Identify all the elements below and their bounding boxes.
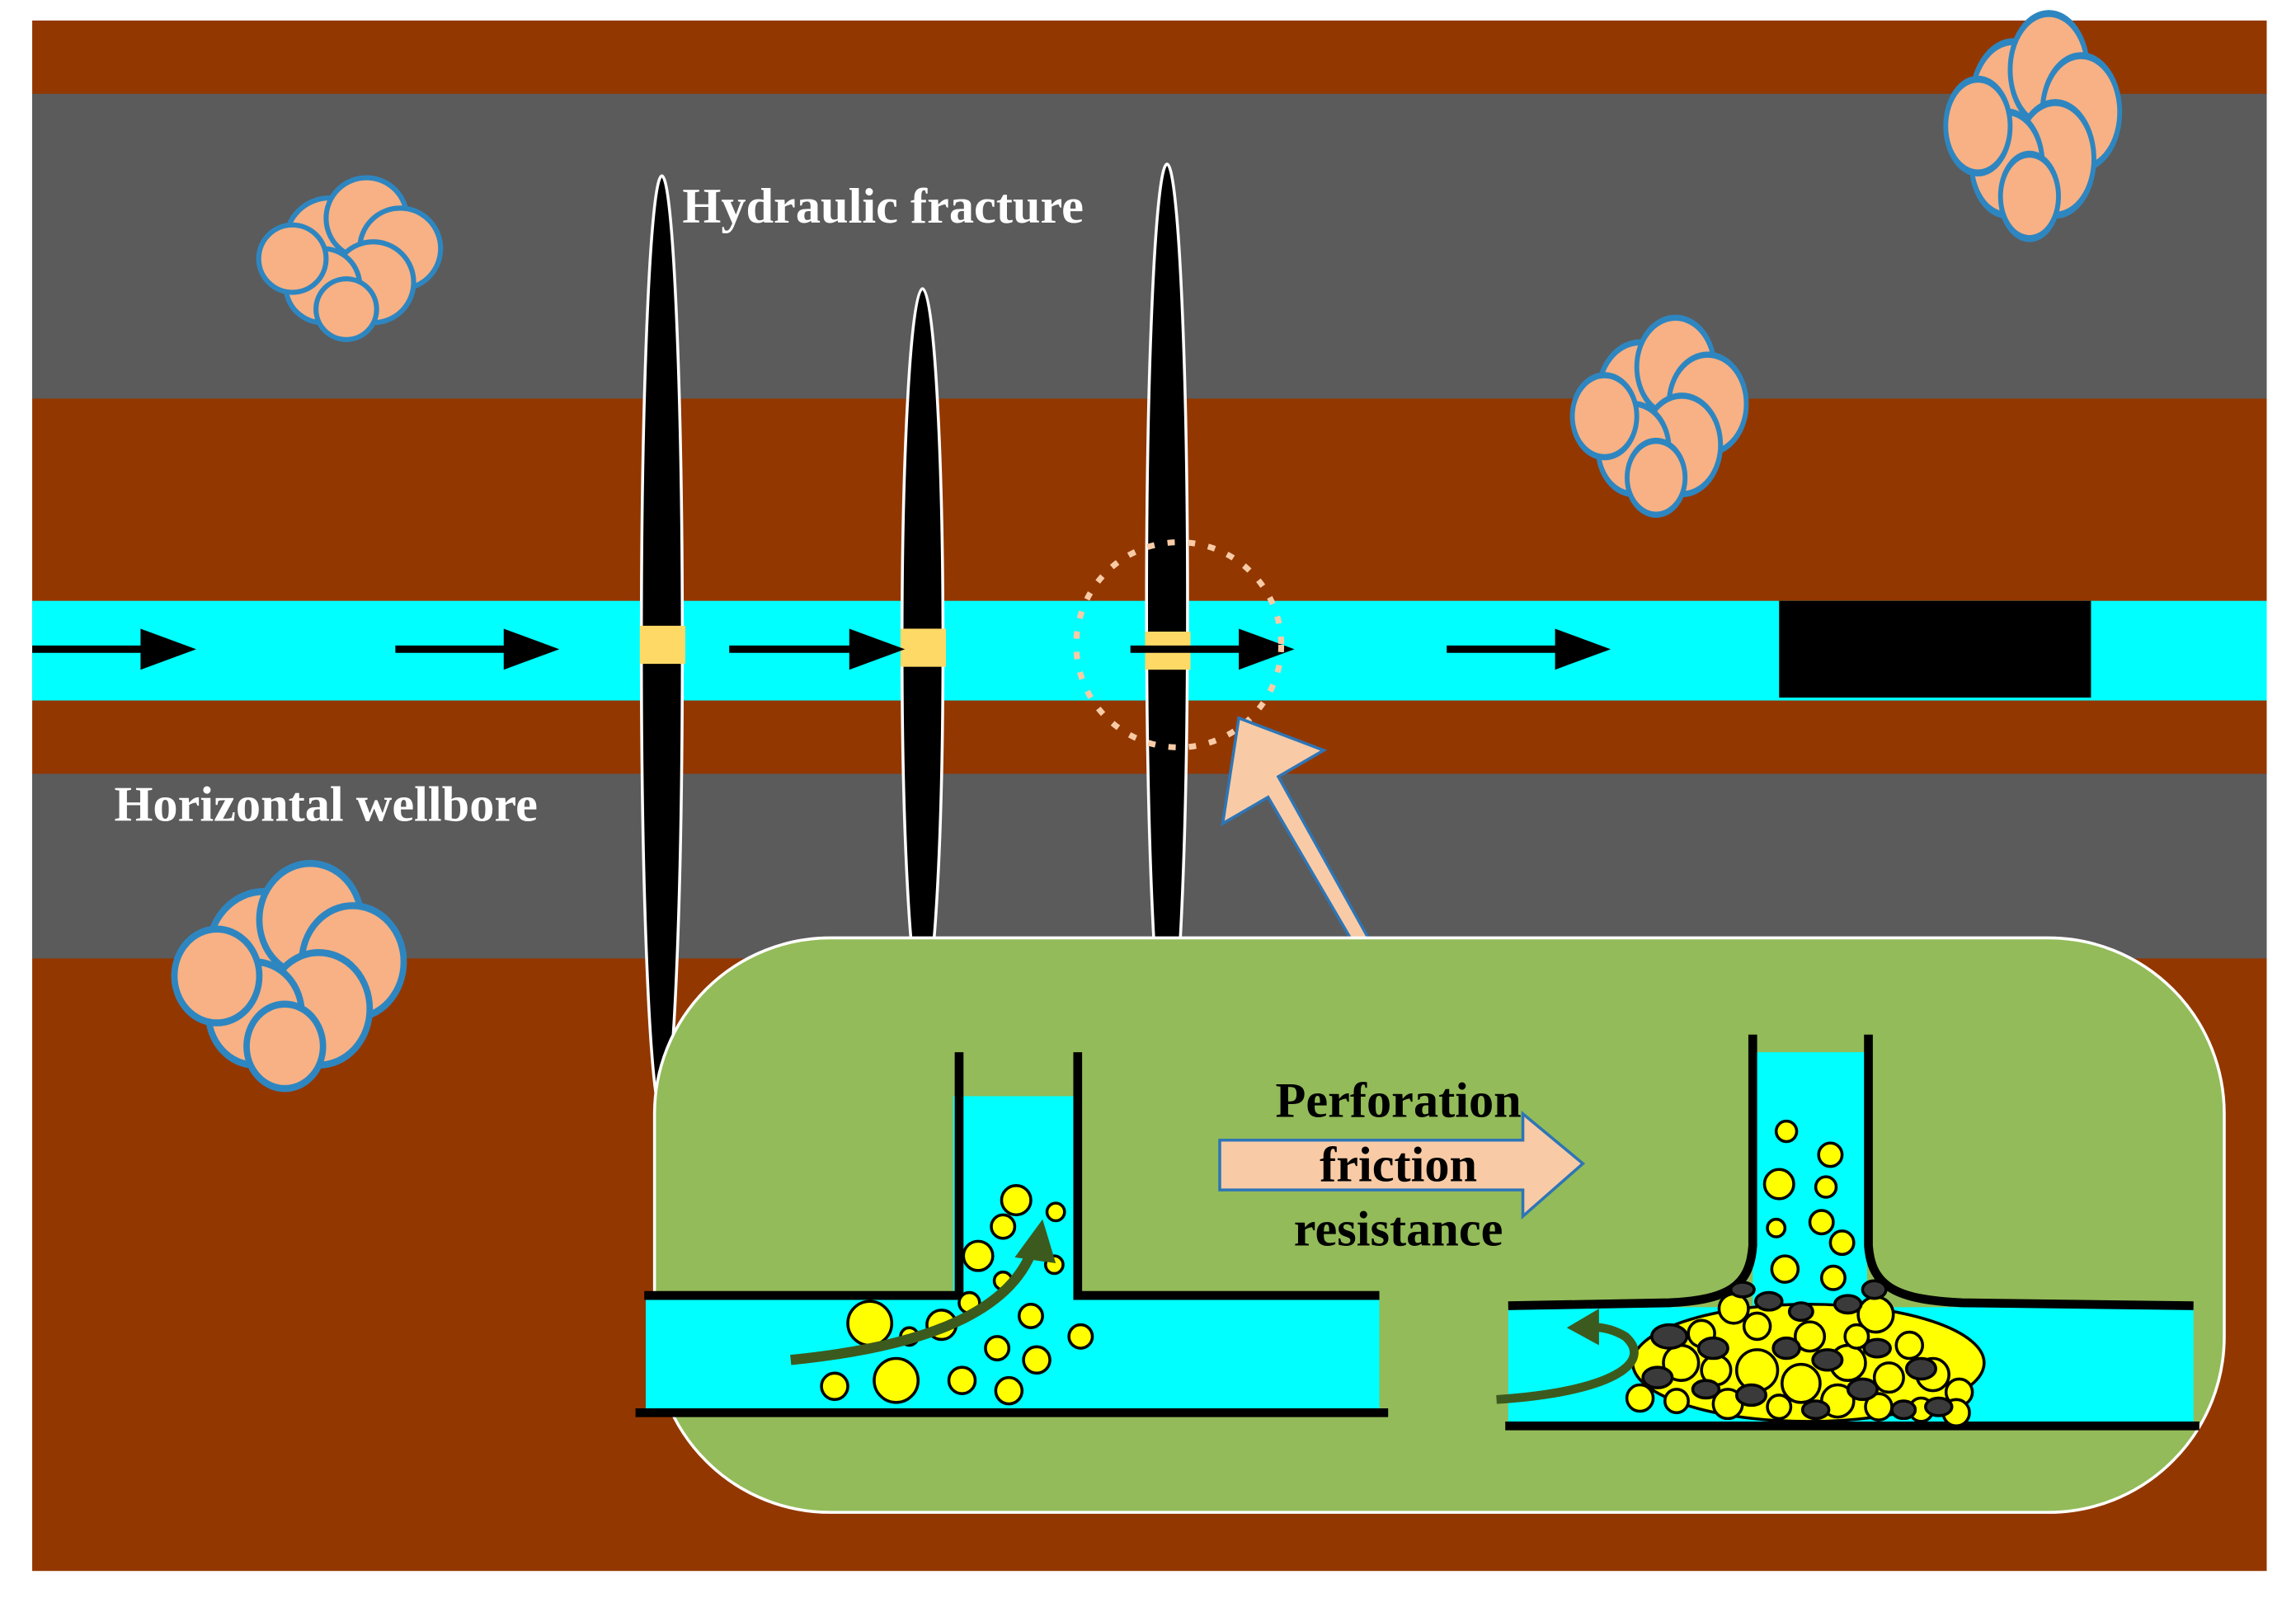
perforation-tee-clogged xyxy=(1496,1034,2200,1431)
bridge-plug-icon xyxy=(1779,600,2091,698)
arrow-right-icon xyxy=(1447,628,1611,670)
callout-arrow xyxy=(1221,716,1419,973)
hydraulic-fracture-3 xyxy=(1145,162,1189,1046)
arrow-left-icon xyxy=(1566,1309,1599,1346)
perforation-label-line1: Perforation xyxy=(1275,1073,1521,1128)
flow-path-arrow xyxy=(790,1243,1039,1365)
arrow-right-icon xyxy=(1130,628,1295,670)
transition-arrow xyxy=(1218,1110,1586,1220)
arrow-right-icon xyxy=(729,628,906,670)
hydraulic-fracture-label: Hydraulic fracture xyxy=(682,179,1084,234)
perforation-tee-normal xyxy=(635,1052,1389,1417)
arrow-right-icon xyxy=(395,628,560,670)
horizontal-wellbore-label: Horizontal wellbore xyxy=(114,777,537,832)
arrow-right-icon xyxy=(32,628,196,670)
perforation-cluster-1 xyxy=(639,625,685,665)
proppant-pile xyxy=(1625,1119,1986,1428)
perforation-label-line2: friction xyxy=(1320,1137,1477,1192)
perforation-label-line3: resistance xyxy=(1294,1202,1503,1257)
arrow-up-icon xyxy=(1014,1219,1056,1264)
perforation-cluster-2 xyxy=(900,628,946,667)
flow-path-arrow xyxy=(1496,1323,1639,1404)
dashed-circle-zoom-icon xyxy=(1073,539,1285,750)
